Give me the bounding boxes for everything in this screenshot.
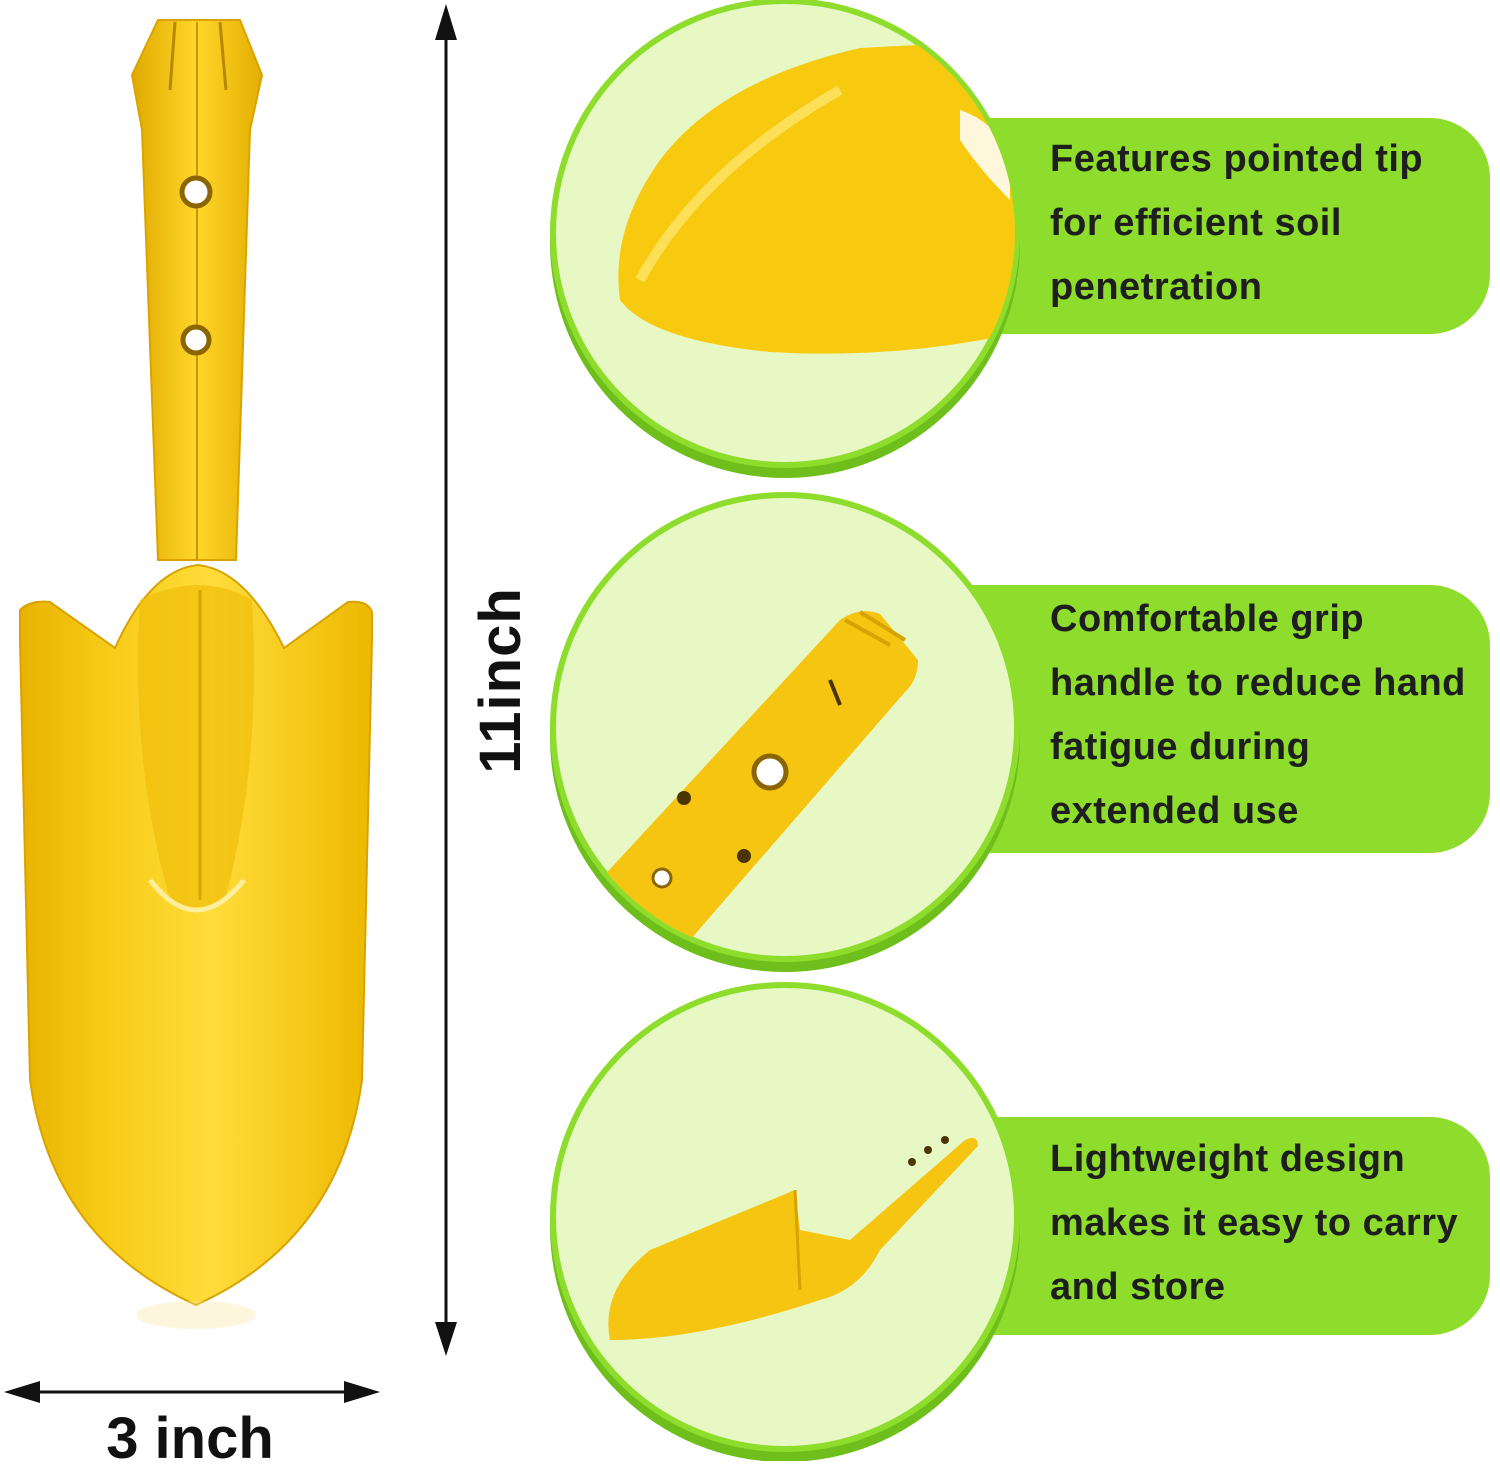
feature-text-2: Comfortable grip handle to reduce hand f… xyxy=(1050,598,1466,832)
height-label-text: 11inch xyxy=(467,586,533,774)
width-dimension-arrow xyxy=(4,1381,380,1403)
height-label: 11inch xyxy=(440,580,560,780)
height-dimension-arrow xyxy=(435,4,457,1356)
lightweight-trowel-closeup xyxy=(608,1136,978,1340)
feature-row-3 xyxy=(550,982,1490,1461)
feature-row-1 xyxy=(550,0,1490,478)
trowel-blade xyxy=(19,563,373,1307)
feature-text-1: Features pointed tip for efficient soil … xyxy=(1050,138,1424,308)
width-label: 3 inch xyxy=(106,1406,274,1471)
feature-text-3: Lightweight design makes it easy to carr… xyxy=(1050,1138,1459,1308)
feature-row-2 xyxy=(550,492,1490,972)
handle-hole-lower xyxy=(180,324,212,356)
trowel-illustration xyxy=(19,19,373,1329)
pointed-tip-closeup xyxy=(618,40,1015,354)
grip-handle-closeup xyxy=(600,610,918,940)
handle-hole-upper xyxy=(179,175,213,209)
